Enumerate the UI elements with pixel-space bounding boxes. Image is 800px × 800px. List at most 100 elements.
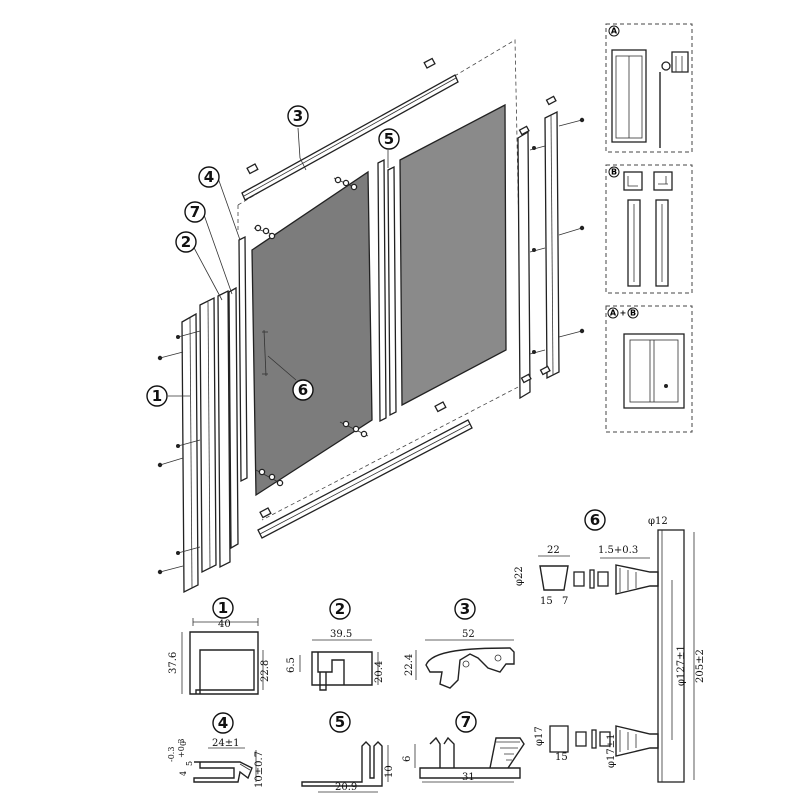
p4-tol2: -0.3: [167, 747, 176, 762]
thread-top: 1.5+0.3: [598, 545, 638, 556]
profile-4-callout: 4: [212, 712, 234, 734]
svg-text:6: 6: [298, 381, 308, 399]
svg-text:5: 5: [384, 130, 394, 148]
p2-width: 39.5: [330, 629, 352, 640]
knob-len: 22: [547, 545, 560, 556]
knob-bottom: [549, 725, 569, 753]
svg-text:1: 1: [152, 387, 162, 405]
svg-text:B: B: [611, 168, 617, 177]
knob-tip: 7: [562, 596, 568, 607]
exploded-view: 1 2 7 4 3 5 6: [146, 39, 585, 594]
handle-length1: φ127±1: [676, 645, 687, 686]
p2-right: 20.4: [374, 661, 385, 683]
callout-4: 4: [198, 166, 220, 188]
p2-left: 6.5: [286, 657, 297, 673]
svg-text:A: A: [610, 309, 617, 318]
svg-text:5: 5: [335, 713, 345, 731]
svg-text:2: 2: [335, 600, 345, 618]
profile-2-callout: 2: [329, 598, 351, 620]
handle-callout: 6: [584, 509, 606, 531]
p3-height: 22.4: [404, 654, 415, 676]
svg-text:7: 7: [190, 203, 200, 221]
p1-height: 37.6: [168, 652, 179, 674]
svg-text:7: 7: [461, 713, 471, 731]
post-dia: φ17: [534, 726, 545, 746]
callout-3: 3: [287, 105, 309, 127]
p1-inner: 22.8: [260, 660, 271, 682]
svg-text:1: 1: [218, 599, 228, 617]
top-rail-bracket-left: [246, 163, 259, 175]
knob-base: 15: [540, 596, 553, 607]
p3-width: 52: [462, 629, 475, 640]
p4-tol1: +0.3: [177, 739, 186, 758]
callout-1: 1: [146, 385, 168, 407]
profile-7-callout: 7: [455, 711, 477, 733]
wall-profile-left: [181, 296, 217, 594]
p7-height: 6: [402, 756, 413, 762]
callout-leaders: [168, 127, 389, 397]
profile-2-strip: [217, 289, 231, 569]
washer-bottom-3: [599, 731, 611, 747]
profile-section-5: 5 20.9 10: [301, 711, 395, 793]
svg-text:3: 3: [293, 107, 303, 125]
callout-6: 6: [292, 379, 314, 401]
svg-text:4: 4: [218, 714, 228, 732]
p5-height: 10: [384, 765, 395, 778]
profile-section-3: 3 52 22.4: [404, 598, 515, 689]
profile-1-callout: 1: [212, 597, 234, 619]
handle-detail: 6 φ12 22 φ22 15 7 1.5+0.3 φ127±1 205±2 φ…: [514, 509, 706, 783]
profile-7-strip: [228, 286, 239, 550]
p4-tol5: 5: [185, 761, 194, 766]
post-bottom: [615, 725, 659, 757]
screws-right: [529, 117, 585, 355]
wall-profile-right: [517, 95, 560, 400]
washer-top-1: [573, 571, 585, 587]
bottom-rail-bracket-left: [259, 507, 272, 519]
p4-tol4: 4: [179, 771, 188, 776]
profile-section-2: 2 39.5 6.5 20.4: [286, 598, 385, 691]
washer-bottom-2: [591, 729, 597, 749]
rollers-left-glass: [253, 176, 369, 487]
glass-panel-right: [399, 103, 507, 407]
profile-3-callout: 3: [454, 598, 476, 620]
p5-width: 20.9: [335, 782, 357, 793]
callout-5: 5: [378, 128, 400, 150]
p4-tol3: 0: [179, 741, 188, 746]
svg-text:3: 3: [460, 600, 470, 618]
svg-text:A: A: [611, 27, 618, 36]
handle-length2: 205±2: [695, 649, 706, 683]
washer-top-3: [597, 571, 609, 587]
svg-text:6: 6: [590, 511, 600, 529]
handle-top-dia: φ12: [648, 516, 668, 527]
post-dia2: φ17±1: [606, 734, 617, 768]
p4-height: 10±0.7: [254, 751, 265, 788]
detail-panel-a: A: [605, 23, 693, 153]
svg-text:4: 4: [204, 168, 214, 186]
top-rail-bracket-right: [423, 57, 436, 69]
washer-top-2: [589, 569, 595, 589]
seal-strip-4: [238, 235, 248, 483]
glass-panel-left: [251, 170, 373, 497]
detail-panel-ab: A + B: [605, 305, 693, 433]
detail-panel-b: B: [605, 164, 693, 294]
svg-text:2: 2: [181, 233, 191, 251]
profile-5-callout: 5: [329, 711, 351, 733]
p7-width: 31: [462, 772, 475, 783]
washer-bottom-1: [575, 731, 587, 747]
p4-width: 24±1: [212, 738, 239, 749]
p1-width: 40: [218, 619, 231, 630]
top-rail: [241, 74, 459, 201]
knob-top: [539, 565, 569, 591]
callout-7: 7: [184, 201, 206, 223]
profile-section-4: 4 24±1 10±0.7 +0.3 -0.3 0 4 5: [167, 712, 265, 788]
knob-dia: φ22: [514, 566, 525, 586]
bottom-rail-bracket-right: [434, 401, 447, 413]
profile-section-7: 7 31 6: [402, 711, 525, 783]
seal-strip-5: [377, 158, 397, 423]
svg-text:+: +: [620, 309, 627, 318]
svg-text:B: B: [630, 309, 636, 318]
callout-2: 2: [175, 231, 197, 253]
screws-left: [157, 330, 201, 575]
base-dim: 15: [555, 752, 568, 763]
